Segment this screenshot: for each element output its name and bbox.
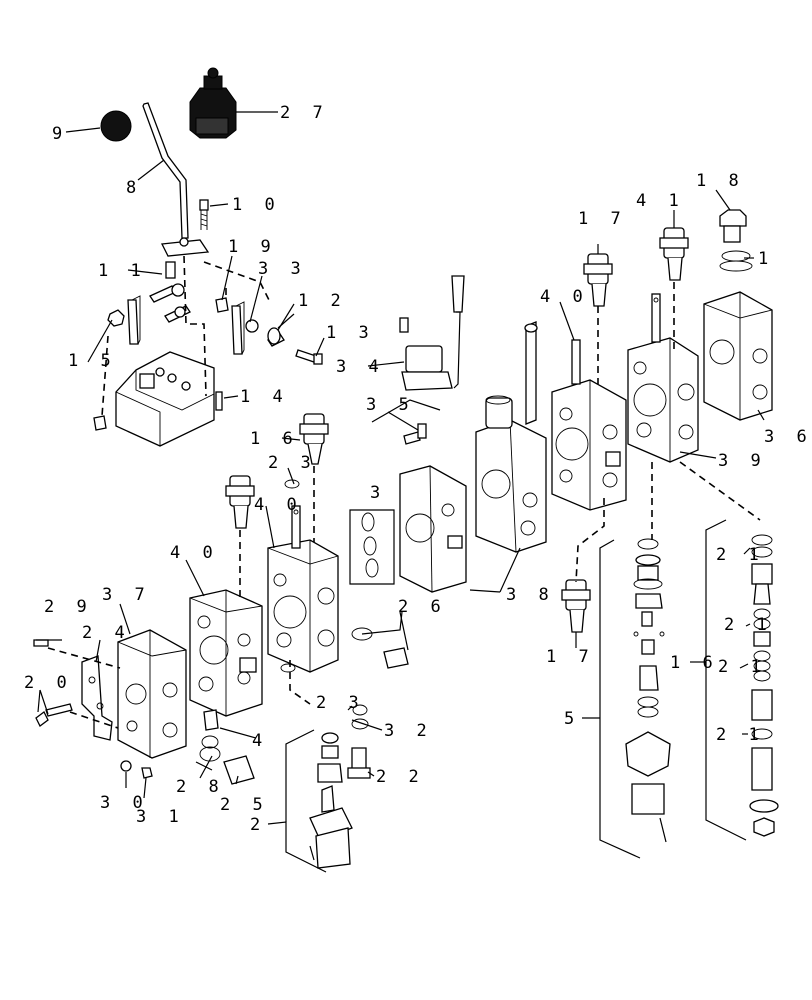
- label-part-37: 3 7: [102, 585, 151, 605]
- valve-section-40c: [551, 339, 627, 511]
- label-part-21d: 2 1: [716, 725, 765, 745]
- lever-part-8: [142, 102, 210, 257]
- valve-section-40b: [267, 505, 339, 673]
- label-part-39: 3 9: [718, 451, 767, 471]
- right-dashed-lines: [575, 282, 761, 583]
- label-part-18: 1 8: [696, 171, 745, 191]
- label-part-36: 3 6: [764, 427, 812, 447]
- label-part-12: 1 2: [298, 291, 347, 311]
- label-part-40c: 4 0: [540, 287, 589, 307]
- plug-part-18: [719, 209, 753, 272]
- label-part-8: 8: [126, 178, 142, 198]
- label-part-40b: 4 0: [170, 543, 219, 563]
- label-part-13: 1 3: [326, 323, 375, 343]
- spool-assembly-part-2: [309, 732, 353, 869]
- label-part-1: 1: [758, 249, 774, 269]
- label-part-41: 4 1: [636, 191, 685, 211]
- o-rings-parts-28-32-26-3: [199, 479, 379, 762]
- label-part-5: 5: [564, 709, 580, 729]
- knob-part-9: [100, 110, 132, 142]
- screw-part-10: [199, 199, 209, 230]
- o-ring-kit-bracket-part-3: [349, 509, 395, 585]
- label-part-26: 2 6: [398, 597, 447, 617]
- label-part-31: 3 1: [136, 807, 185, 827]
- handle-lever-center: [451, 275, 465, 389]
- solenoid-part-34: [399, 317, 453, 391]
- joystick-boot-part-27: [189, 67, 237, 139]
- label-part-25: 2 5: [220, 795, 269, 815]
- label-part-2: 2: [250, 815, 266, 835]
- label-part-19: 1 9: [228, 237, 277, 257]
- label-part-17b: 1 7: [546, 647, 595, 667]
- label-part-10: 1 0: [232, 195, 281, 215]
- valve-section-40a: [189, 589, 263, 717]
- part-labels: 9 2 7 8 1 0 1 1 1 9 3 3 1 2 1 3 1 5 1 4 …: [24, 103, 812, 835]
- relief-valve-part-17b: [561, 579, 591, 633]
- label-part-27: 2 7: [280, 103, 329, 123]
- relief-valve-part-40a-cartridge: [225, 475, 255, 529]
- label-part-30: 3 0: [100, 793, 149, 813]
- label-part-23b: 2 3: [316, 693, 365, 713]
- label-part-20: 2 0: [24, 673, 73, 693]
- end-cover-part-36: [703, 291, 773, 421]
- linkage-parts-11-19-33-12-13: [107, 261, 323, 365]
- valve-section-39: [627, 293, 699, 463]
- label-part-21a: 2 1: [716, 545, 765, 565]
- center-left-dashed-lines: [47, 466, 315, 729]
- label-part-29: 2 9: [44, 597, 93, 617]
- leader-lines: [36, 111, 765, 873]
- label-part-32: 3 2: [384, 721, 433, 741]
- valve-section-38: [399, 321, 547, 593]
- label-part-38: 3 8: [506, 585, 555, 605]
- label-part-34: 3 4: [336, 357, 385, 377]
- label-part-14: 1 4: [240, 387, 289, 407]
- bracket-part-14: [93, 351, 223, 447]
- label-part-40a: 4 0: [254, 495, 303, 515]
- label-part-17a: 1 7: [578, 209, 627, 229]
- relief-valve-part-16a: [299, 413, 329, 465]
- label-part-11: 1 1: [98, 261, 147, 281]
- label-part-21c: 2 1: [718, 657, 767, 677]
- end-cover-part-37: [117, 629, 187, 759]
- plug-parts-4-25-22: [203, 647, 409, 785]
- relief-valve-part-41: [659, 227, 689, 281]
- spool-kit-part-5: [599, 538, 671, 859]
- label-part-35: 3 5: [366, 395, 415, 415]
- spool-kit-part-16b: [705, 519, 779, 841]
- label-part-16a: 1 6: [250, 429, 299, 449]
- label-part-15: 1 5: [68, 351, 117, 371]
- label-part-3: 3: [370, 483, 386, 503]
- label-part-16b: 1 6: [670, 653, 719, 673]
- label-part-24: 2 4: [82, 623, 131, 643]
- bracket-plate-part-24: [81, 655, 113, 741]
- label-part-21b: 2 1: [724, 615, 773, 635]
- relief-valve-part-17a: [583, 253, 613, 307]
- label-part-23a: 2 3: [268, 453, 317, 473]
- label-part-28: 2 8: [176, 777, 225, 797]
- label-part-4: 4: [252, 731, 268, 751]
- label-part-33: 3 3: [258, 259, 307, 279]
- bolts-parts-29-20-30-31: [33, 639, 153, 779]
- label-part-9: 9: [52, 124, 68, 144]
- linkage-part-35: [371, 399, 441, 445]
- label-part-22: 2 2: [376, 767, 425, 787]
- linkage-dashed-lines: [101, 255, 271, 417]
